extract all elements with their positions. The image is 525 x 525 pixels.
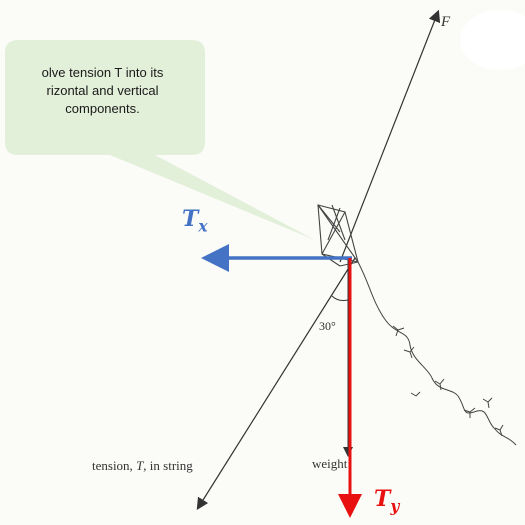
- callout-line-1: olve tension T into its: [41, 65, 164, 80]
- tension-label: tension, T, in string: [92, 458, 193, 474]
- callout-bubble: [5, 40, 315, 240]
- tension-line: [196, 257, 356, 511]
- callout-line-3: components.: [65, 101, 140, 116]
- angle-arc: [331, 295, 349, 301]
- tx-label-main: T: [182, 206, 199, 232]
- weight-label: weight: [312, 456, 348, 471]
- angle-label: 30°: [319, 319, 336, 333]
- tension-label-symbol: T: [136, 458, 144, 473]
- ty-label-main: T: [374, 486, 391, 512]
- force-line: [339, 9, 441, 263]
- ty-label: Ty: [374, 486, 399, 515]
- tx-label-sub: x: [198, 217, 208, 236]
- callout-line-2: rizontal and vertical: [46, 83, 159, 98]
- callout-text: olve tension T into its rizontal and ver…: [0, 64, 205, 118]
- tension-label-prefix: tension,: [92, 458, 137, 473]
- kite-tail-icon: [357, 261, 517, 446]
- ty-label-sub: y: [390, 497, 400, 516]
- tension-label-suffix: , in string: [143, 458, 193, 473]
- tx-label: Tx: [182, 206, 208, 235]
- force-label: F: [441, 14, 451, 30]
